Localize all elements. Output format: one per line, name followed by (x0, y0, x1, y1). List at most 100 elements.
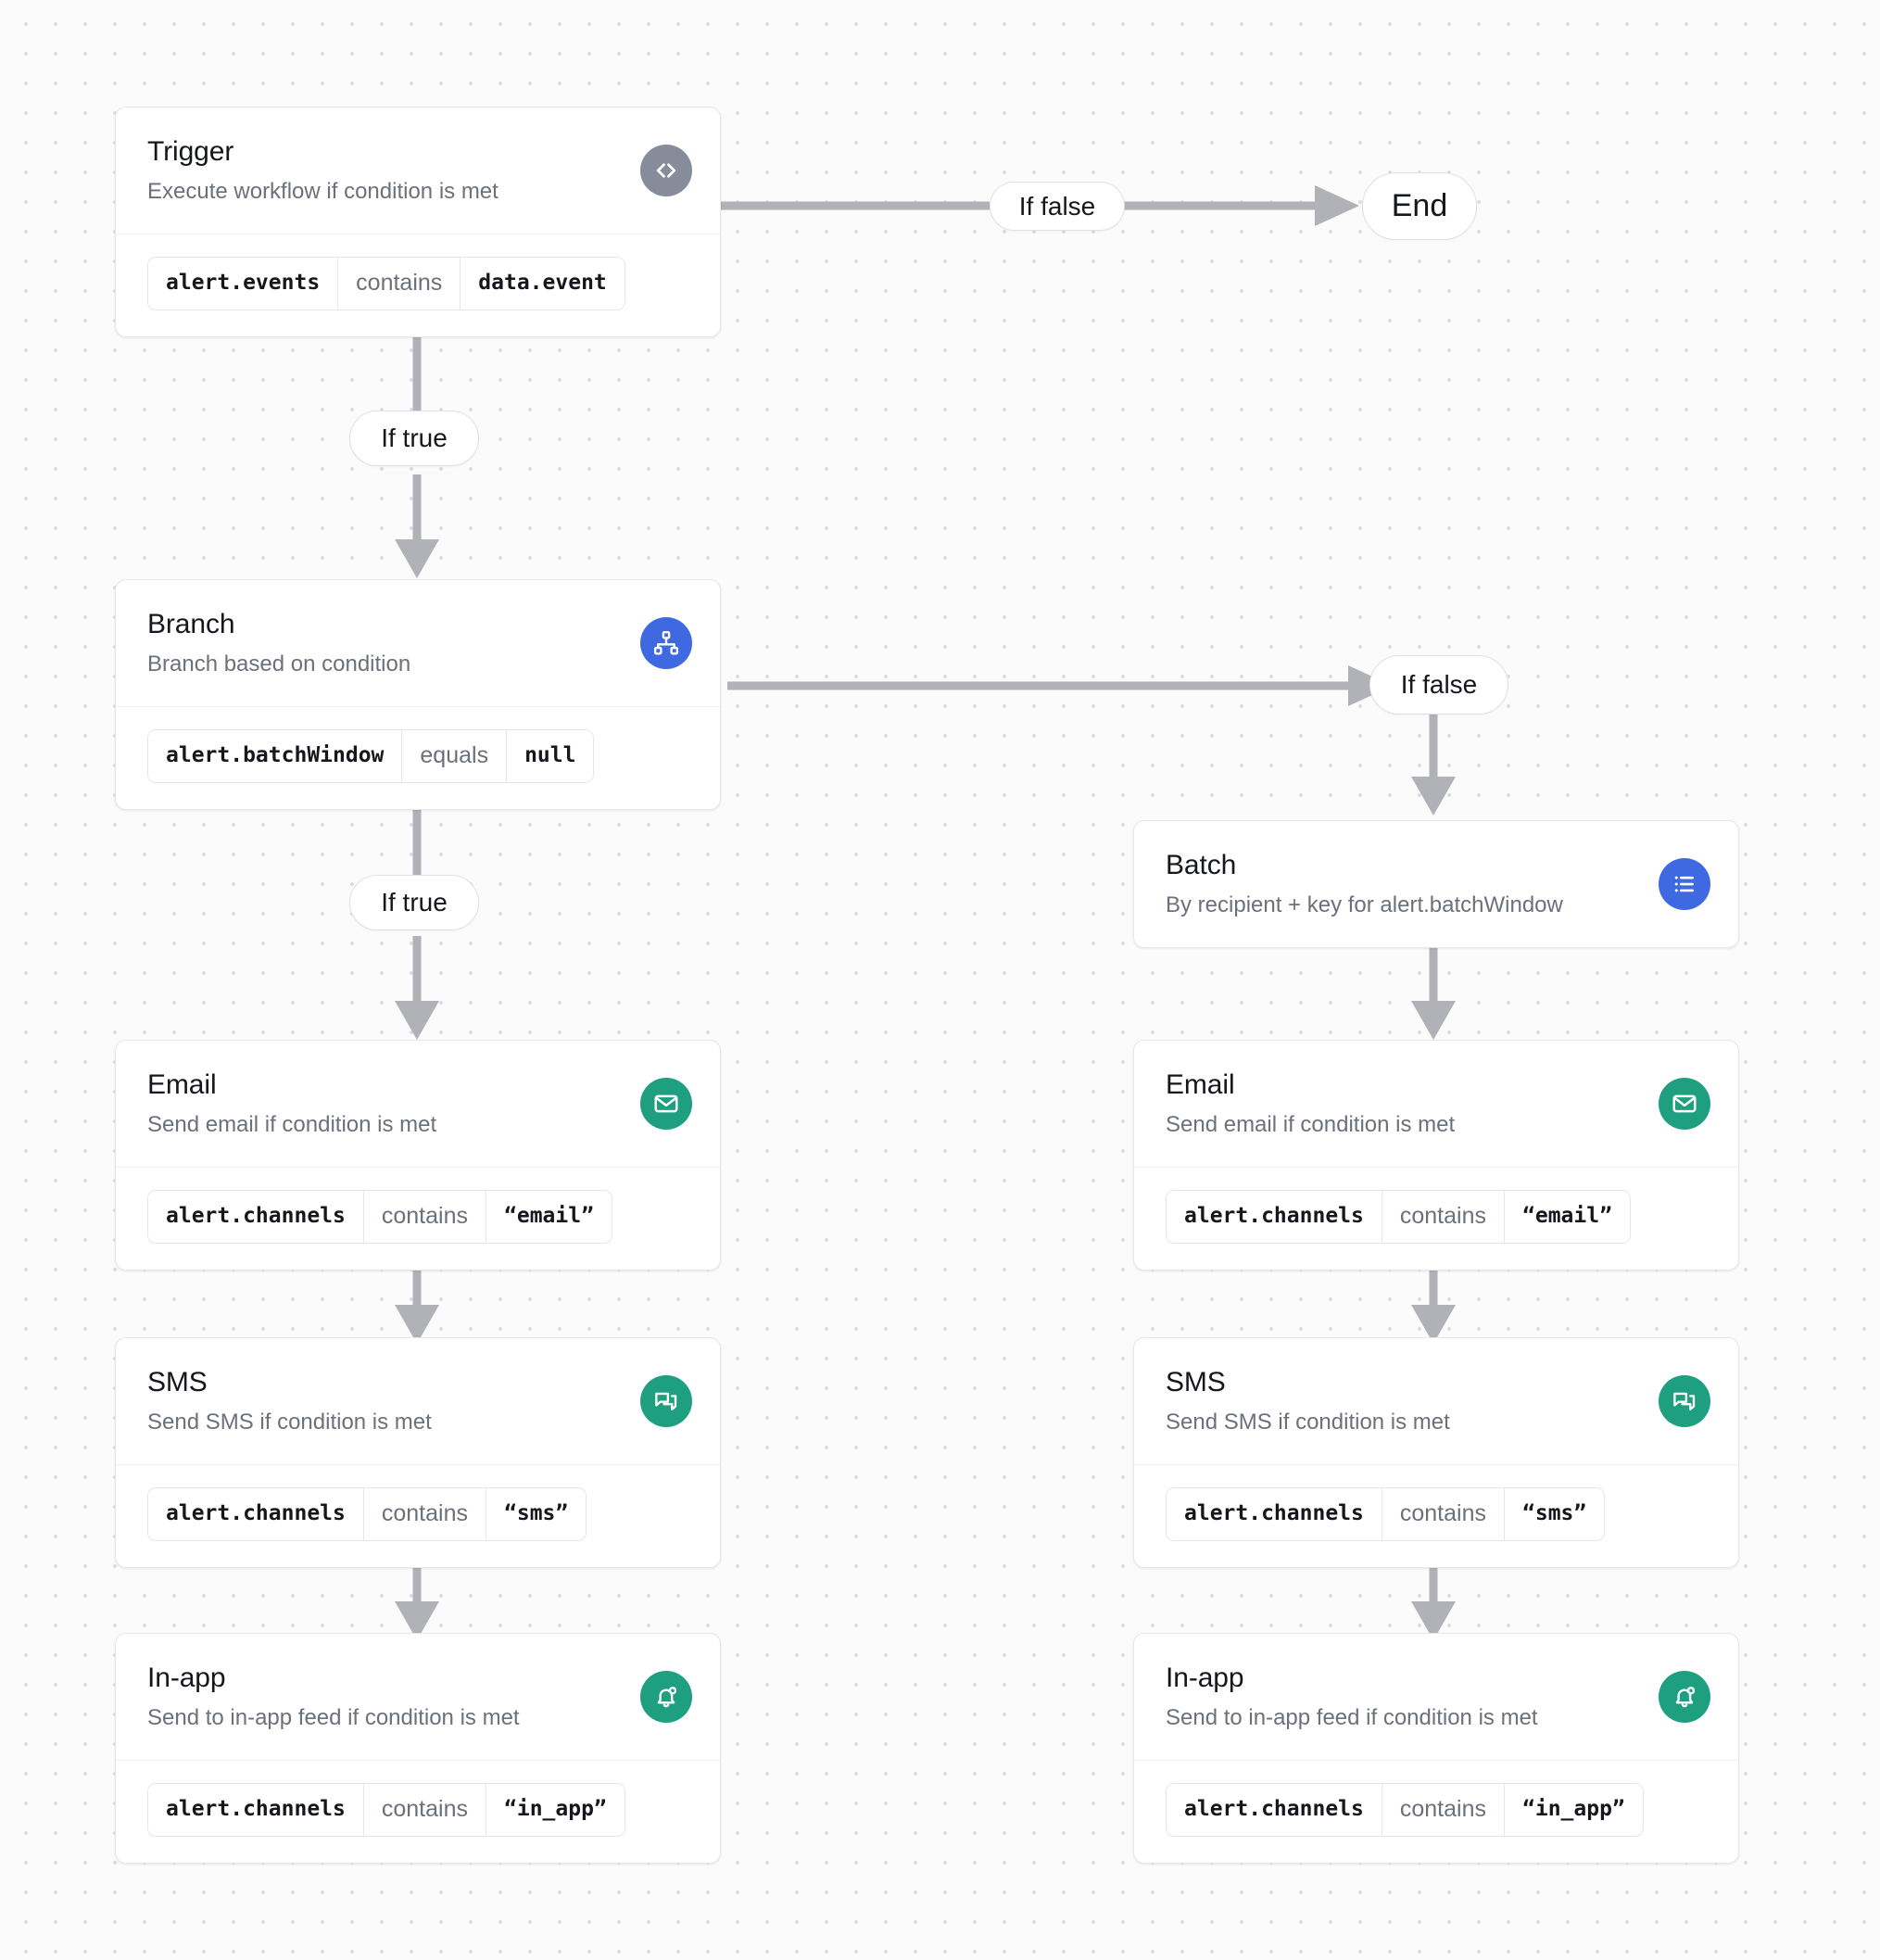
condition-field: alert.channels (166, 1204, 346, 1229)
condition-field: alert.batchWindow (166, 743, 385, 768)
condition-value: “sms” (1522, 1501, 1587, 1526)
condition-operator: contains (362, 1488, 486, 1540)
node-inapp-right-header: In-app Send to in-app feed if condition … (1134, 1634, 1738, 1760)
node-trigger-subtitle: Execute workflow if condition is met (147, 179, 498, 204)
node-email-left-header: Email Send email if condition is met (116, 1041, 720, 1167)
envelope-icon (1659, 1078, 1710, 1130)
condition-value: “in_app” (504, 1797, 607, 1822)
node-inapp-left-title: In-app (147, 1663, 226, 1693)
condition-field: alert.channels (1184, 1204, 1364, 1229)
node-batch-subtitle: By recipient + key for alert.batchWindow (1166, 892, 1563, 917)
node-inapp-left-subtitle: Send to in-app feed if condition is met (147, 1705, 520, 1730)
node-email-right-subtitle: Send email if condition is met (1166, 1112, 1456, 1137)
node-batch-header: Batch By recipient + key for alert.batch… (1134, 821, 1738, 947)
condition-chip[interactable]: alert.channels contains “email” (1166, 1190, 1631, 1244)
condition-value: data.event (478, 271, 607, 296)
condition-operator: contains (337, 258, 461, 310)
condition-field: alert.channels (1184, 1797, 1364, 1822)
chat-bubbles-icon (1659, 1375, 1710, 1427)
node-email-left[interactable]: Email Send email if condition is met ale… (115, 1040, 721, 1271)
node-inapp-left-condition: alert.channels contains “in_app” (116, 1760, 720, 1863)
condition-chip[interactable]: alert.batchWindow equals null (147, 729, 595, 783)
condition-field: alert.events (166, 271, 321, 296)
edge-batch-to-email-right (1406, 936, 1461, 1040)
edge-if-false-to-batch (1406, 704, 1461, 816)
node-email-right-header: Email Send email if condition is met (1134, 1041, 1738, 1167)
node-branch-header: Branch Branch based on condition (116, 580, 720, 706)
chat-bubbles-icon (640, 1375, 692, 1427)
edge-label-branch-if-false[interactable]: If false (1369, 655, 1508, 714)
node-end-label: End (1391, 188, 1448, 223)
node-inapp-right-condition: alert.channels contains “in_app” (1134, 1760, 1738, 1863)
node-batch[interactable]: Batch By recipient + key for alert.batch… (1133, 820, 1739, 948)
edge-trigger-to-if-false-stub (721, 196, 990, 215)
node-branch-subtitle: Branch based on condition (147, 651, 411, 677)
node-trigger-condition: alert.events contains data.event (116, 234, 720, 336)
node-email-right-condition: alert.channels contains “email” (1134, 1167, 1738, 1270)
node-trigger[interactable]: Trigger Execute workflow if condition is… (115, 107, 721, 337)
condition-value: “email” (1522, 1204, 1612, 1229)
node-email-right-title: Email (1166, 1069, 1235, 1100)
node-sms-right-subtitle: Send SMS if condition is met (1166, 1410, 1450, 1435)
edge-if-true-to-branch (389, 474, 445, 578)
list-icon (1659, 858, 1710, 910)
condition-operator: equals (401, 730, 508, 782)
condition-field: alert.channels (166, 1797, 346, 1822)
node-branch-title: Branch (147, 609, 235, 639)
node-branch[interactable]: Branch Branch based on condition alert.b… (115, 579, 721, 810)
node-sms-left[interactable]: SMS Send SMS if condition is met alert.c… (115, 1337, 721, 1568)
condition-value: “sms” (504, 1501, 569, 1526)
node-email-right[interactable]: Email Send email if condition is met ale… (1133, 1040, 1739, 1271)
node-email-left-condition: alert.channels contains “email” (116, 1167, 720, 1270)
node-trigger-header: Trigger Execute workflow if condition is… (116, 107, 720, 234)
node-sms-right-title: SMS (1166, 1367, 1226, 1397)
node-end[interactable]: End (1362, 172, 1477, 240)
node-email-left-title: Email (147, 1069, 217, 1100)
edge-if-false-to-end (1124, 178, 1369, 234)
node-batch-title: Batch (1166, 850, 1237, 880)
condition-value: null (524, 743, 576, 768)
condition-operator: contains (362, 1784, 486, 1836)
node-inapp-right-subtitle: Send to in-app feed if condition is met (1166, 1705, 1538, 1730)
node-sms-left-header: SMS Send SMS if condition is met (116, 1338, 720, 1464)
node-inapp-left-header: In-app Send to in-app feed if condition … (116, 1634, 720, 1760)
node-trigger-title: Trigger (147, 136, 234, 167)
edge-label-text: If false (1400, 670, 1478, 699)
condition-operator: contains (1381, 1488, 1505, 1540)
bell-dot-icon (640, 1671, 692, 1723)
node-branch-condition: alert.batchWindow equals null (116, 706, 720, 809)
condition-chip[interactable]: alert.channels contains “in_app” (147, 1783, 625, 1837)
bell-dot-icon (1659, 1671, 1710, 1723)
node-sms-right[interactable]: SMS Send SMS if condition is met alert.c… (1133, 1337, 1739, 1568)
node-inapp-right-title: In-app (1166, 1663, 1244, 1693)
node-sms-right-condition: alert.channels contains “sms” (1134, 1464, 1738, 1567)
condition-operator: contains (362, 1191, 486, 1243)
edge-label-branch-if-true[interactable]: If true (349, 875, 479, 930)
edge-if-true-to-email-left (389, 936, 445, 1040)
edge-label-text: If true (381, 424, 448, 452)
edge-label-trigger-if-false[interactable]: If false (990, 182, 1125, 231)
condition-field: alert.channels (1184, 1501, 1364, 1526)
condition-chip[interactable]: alert.channels contains “email” (147, 1190, 612, 1244)
condition-chip[interactable]: alert.events contains data.event (147, 257, 625, 310)
envelope-icon (640, 1078, 692, 1130)
condition-chip[interactable]: alert.channels contains “sms” (147, 1487, 587, 1541)
condition-field: alert.channels (166, 1501, 346, 1526)
edge-branch-to-if-false (727, 658, 1404, 714)
edge-label-trigger-if-true[interactable]: If true (349, 411, 479, 466)
sitemap-icon (640, 617, 692, 669)
condition-operator: contains (1381, 1784, 1505, 1836)
code-brackets-icon (640, 145, 692, 196)
node-inapp-right[interactable]: In-app Send to in-app feed if condition … (1133, 1633, 1739, 1864)
condition-value: “in_app” (1522, 1797, 1625, 1822)
edge-label-text: If true (381, 888, 448, 917)
node-sms-right-header: SMS Send SMS if condition is met (1134, 1338, 1738, 1464)
node-sms-left-subtitle: Send SMS if condition is met (147, 1410, 432, 1435)
condition-chip[interactable]: alert.channels contains “in_app” (1166, 1783, 1644, 1837)
node-inapp-left[interactable]: In-app Send to in-app feed if condition … (115, 1633, 721, 1864)
node-sms-left-condition: alert.channels contains “sms” (116, 1464, 720, 1567)
condition-value: “email” (504, 1204, 594, 1229)
node-sms-left-title: SMS (147, 1367, 208, 1397)
condition-chip[interactable]: alert.channels contains “sms” (1166, 1487, 1606, 1541)
